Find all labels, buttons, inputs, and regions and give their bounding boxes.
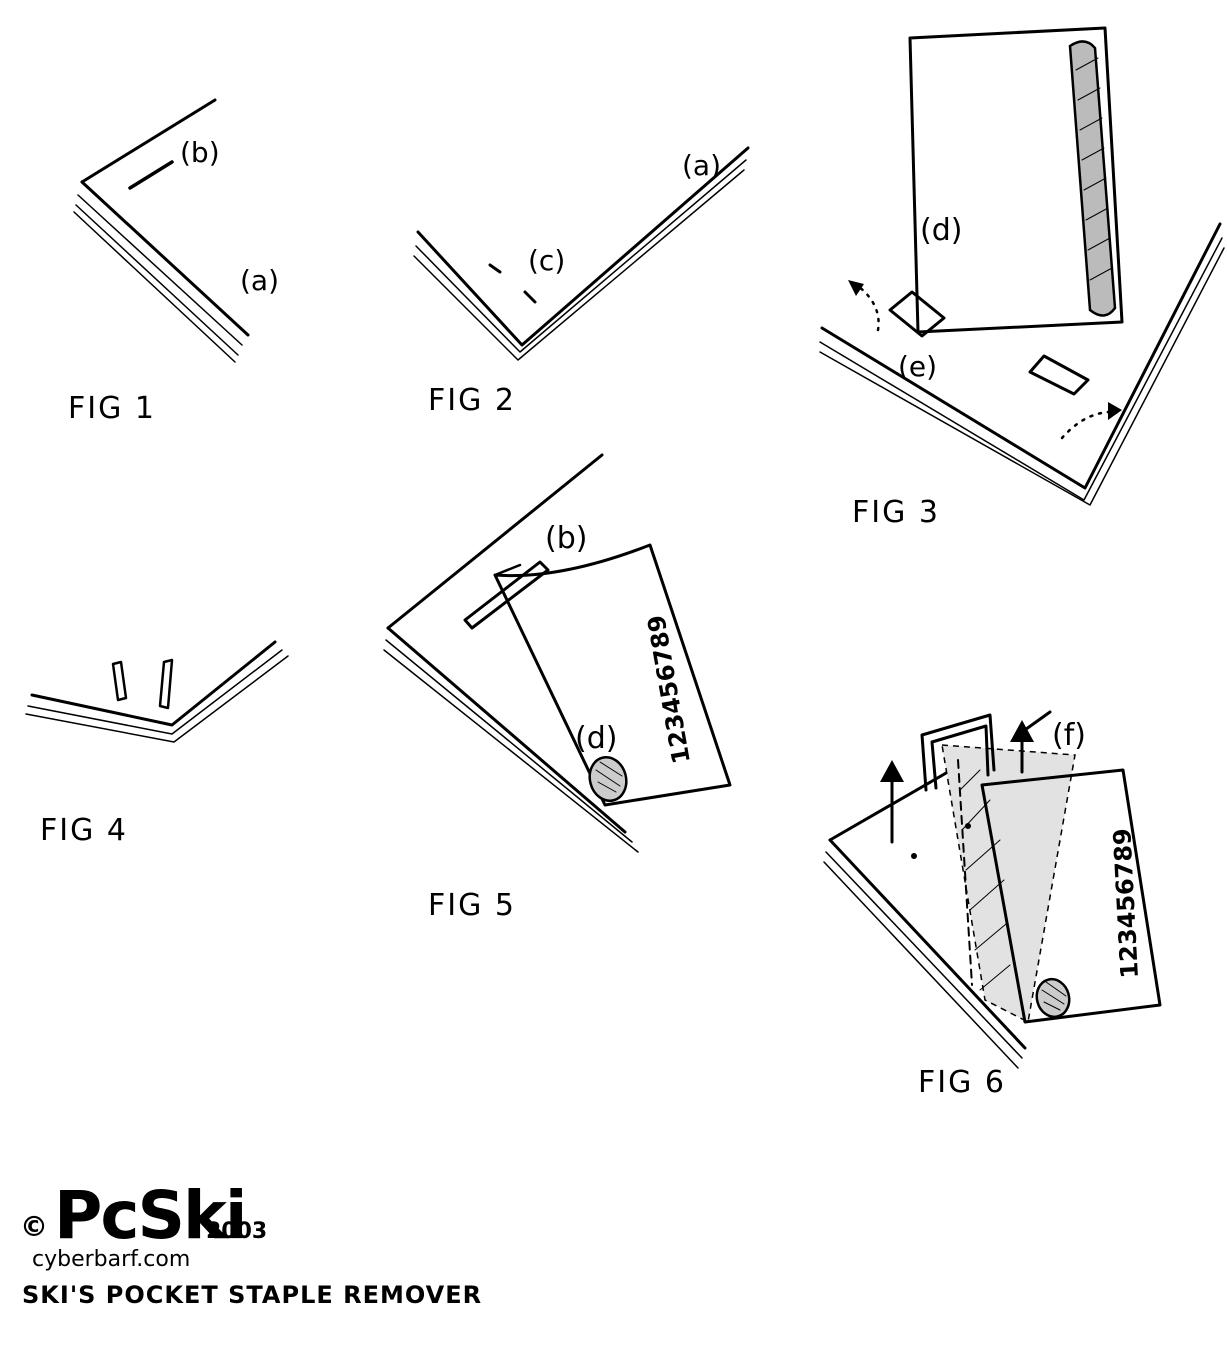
card-fig6	[980, 768, 1162, 1024]
label-a: (a)	[240, 264, 279, 297]
copyright-symbol: ©	[20, 1210, 48, 1243]
fig3-caption: FIG 3	[852, 495, 940, 530]
arrow-right-head	[1108, 402, 1122, 420]
grip-dot-fig6	[1035, 977, 1071, 1019]
label-f: (f)	[1052, 718, 1086, 753]
staple-leg-right	[158, 658, 174, 710]
lifted-staple	[920, 713, 996, 792]
shadow-region	[941, 744, 1076, 1024]
grip-dot	[588, 755, 628, 803]
label-c: (c)	[528, 244, 565, 277]
magnetic-strip	[1068, 40, 1117, 317]
label-b: (b)	[180, 136, 220, 169]
slit-c-top	[488, 263, 502, 274]
arrow-left-head	[848, 280, 864, 296]
page-title: SKI'S POCKET STAPLE REMOVER	[22, 1281, 482, 1309]
card-d-fig5	[493, 543, 732, 807]
fig5-drawing: 123456789 (b) (d)	[383, 453, 732, 853]
arrow-left-dotted	[856, 284, 880, 332]
slit-c-bottom	[523, 290, 537, 304]
year: 2003	[206, 1219, 267, 1244]
tab-right	[1028, 354, 1090, 396]
fig2-caption: FIG 2	[428, 383, 516, 418]
ruler-digits-fig6: 123456789	[1108, 828, 1144, 980]
fig1-caption: FIG 1	[68, 391, 156, 426]
logo: PcSki	[54, 1177, 246, 1254]
fig2-drawing: (c) (a)	[413, 146, 750, 361]
fig1-drawing: (b) (a)	[73, 98, 279, 363]
fig4-caption: FIG 4	[40, 813, 128, 848]
staple-b	[463, 560, 550, 630]
signature-block: © PcSki 2003 cyberbarf.com SKI'S POCKET …	[20, 1177, 482, 1309]
label-d: (d)	[920, 213, 962, 248]
card-d	[908, 26, 1124, 334]
website: cyberbarf.com	[32, 1247, 190, 1272]
label-b-fig5: (b)	[545, 521, 587, 556]
staple-leg-left	[111, 660, 128, 702]
fig6-caption: FIG 6	[918, 1065, 1006, 1100]
label-d-fig5: (d)	[575, 721, 617, 756]
slit-b-mark	[128, 160, 174, 190]
fig6-drawing: 123456789 (f)	[823, 710, 1162, 1069]
fig3-drawing: (d) (e)	[819, 26, 1225, 506]
fig5-caption: FIG 5	[428, 888, 516, 923]
fig4-drawing	[25, 640, 289, 743]
label-e: (e)	[898, 350, 937, 383]
ruler-digits: 123456789	[642, 613, 696, 766]
tab-left	[888, 290, 946, 338]
label-a-fig2: (a)	[682, 149, 721, 182]
